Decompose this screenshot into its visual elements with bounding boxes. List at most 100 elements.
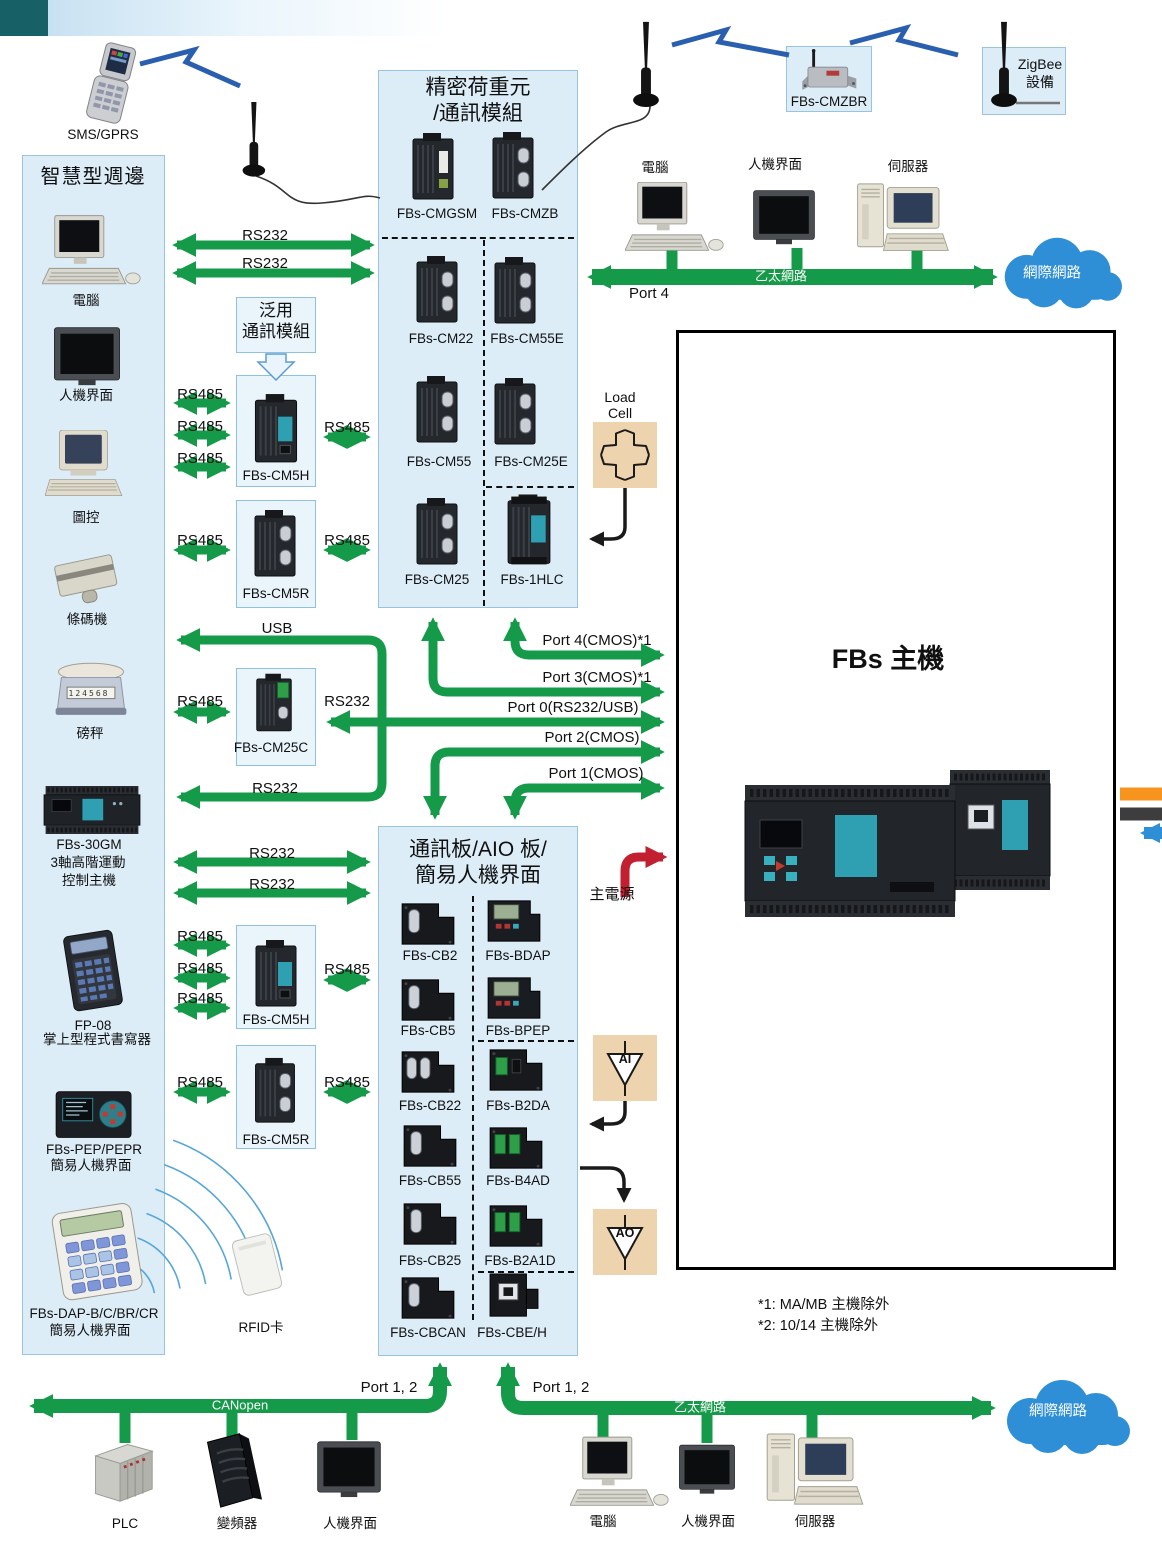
sms-label: SMS/GPRS [67,127,139,142]
note-2: *2: 10/14 主機除外 [758,1318,879,1334]
bdap-label: FBs-BDAP [485,948,551,963]
computer-label-top: 電腦 [641,160,669,175]
bpep-label: FBs-BPEP [485,1023,551,1038]
fbs-main-unit-title: FBs 主機 [831,644,945,674]
port1-cmos-label: Port 1(CMOS) [548,765,644,782]
canopen-drops [119,1406,358,1443]
header-band [0,0,445,36]
divider [478,1040,574,1042]
plc-stack-image [88,1436,156,1506]
port0-label: Port 0(RS232/USB) [507,699,639,716]
server-label-top: 伺服器 [887,159,929,174]
scada-label: 圖控 [72,510,100,525]
cb55-label: FBs-CB55 [398,1173,462,1188]
inverter-label: 變頻器 [216,1516,258,1531]
port2-line [423,740,665,820]
aio-panel-title-1: 通訊板/AIO 板/ [409,838,547,861]
cb55-board-image [402,1122,458,1168]
rfid-label: RFID卡 [238,1320,284,1335]
ao-amplifier-icon [601,1213,649,1271]
divider [483,240,485,606]
cm55e-label: FBs-CM55E [490,331,564,346]
1hlc-module-image [505,492,553,570]
fbs-30gm-label-3: 控制主機 [62,873,116,888]
rs485-label: RS485 [177,418,223,435]
port1-line [503,776,665,820]
main-power-arrow [620,846,668,897]
antenna-cable-2 [541,105,651,191]
load-cell-label-2: Cell [607,405,633,421]
cm25e-module-image [492,376,538,450]
antenna-icon [630,16,660,110]
dap-label-2: 簡易人機界面 [49,1323,131,1338]
cm55e-module-image [492,255,538,329]
cm25-label: FBs-CM25 [404,572,470,587]
server-image-top [852,182,952,256]
computer-image-top [625,182,725,255]
cb22-label: FBs-CB22 [398,1098,462,1113]
port2-cmos-label: Port 2(CMOS) [544,729,640,746]
plc-label-bottom: PLC [111,1516,139,1531]
divider [472,896,474,1320]
cm5h-label: FBs-CM5H [242,1012,310,1027]
b2a1d-label: FBs-B2A1D [484,1253,556,1268]
canopen-bus [29,1362,452,1418]
divider [486,486,574,488]
rs485-label: RS485 [324,961,370,978]
ao-label: AO [615,1226,635,1240]
dap-image [48,1200,148,1302]
computer-label-bottom: 電腦 [589,1514,617,1529]
note-1: *1: MA/MB 主機除外 [758,1297,890,1313]
server-label-bottom: 伺服器 [794,1514,836,1529]
cb25-label: FBs-CB25 [398,1253,462,1268]
port4-cmos-label: Port 4(CMOS)*1 [542,632,652,649]
smart-peripherals-title: 智慧型週邊 [40,166,146,188]
generic-comm-title-box [236,297,316,353]
rfid-wireless-arcs-icon [128,1139,284,1294]
rs485-label: RS485 [177,693,223,710]
fp08-label-1: FP-08 [74,1018,112,1033]
hmi-label-bottom-right: 人機界面 [681,1514,735,1529]
computer-label-left: 電腦 [72,293,100,308]
zigbee-label-2: 設備 [1026,74,1054,90]
inverter-image [198,1430,264,1510]
b2a1d-board-image [488,1202,544,1248]
ethernet-bus-label-bottom: 乙太網路 [673,1399,727,1415]
scale-display-value: 124568 [68,689,110,698]
rs485-label: RS485 [177,928,223,945]
internet-label-bottom: 網際網路 [1029,1403,1087,1420]
usb-arrow [176,628,387,718]
b2da-board-image [488,1046,544,1092]
hmi-image-bottom-right [678,1440,736,1498]
rs485-label: RS485 [177,386,223,403]
canopen-bus-label: CANopen [211,1397,269,1413]
load-cell-label-1: Load [604,389,636,405]
computer-image-bottom [570,1436,670,1511]
divider [382,237,574,239]
pep-label-1: FBs-PEP/PEPR [45,1142,143,1157]
rs485-label: RS485 [324,532,370,549]
loadcell-panel-title-2: /通訊模組 [433,102,523,125]
1hlc-label: FBs-1HLC [500,572,564,587]
hmi-image-top [752,188,816,246]
rs232-label: RS232 [242,255,288,272]
generic-comm-title-2: 通訊模組 [242,322,310,341]
cm5h-label: FBs-CM5H [242,468,310,483]
rs485-label: RS485 [324,419,370,436]
divider [478,1271,574,1273]
ai-label: AI [618,1052,632,1066]
cm25e-label: FBs-CM25E [494,454,568,469]
cb5-label: FBs-CB5 [400,1023,456,1038]
usb-label: USB [261,620,293,637]
rs232-label: RS232 [249,845,295,862]
cm5r-module-image [252,1056,298,1128]
loadcell-panel-title-1: 精密荷重元 [425,76,531,99]
hmi-label-bottom-left: 人機界面 [323,1516,377,1531]
cmgsm-module-image [410,131,456,205]
dap-label-1: FBs-DAP-B/C/BR/CR [29,1306,159,1321]
cm55-module-image [414,374,460,448]
rs232-label: RS232 [252,780,298,797]
cmzbr-device-image [798,48,862,92]
cm5h-module-image [252,938,300,1012]
